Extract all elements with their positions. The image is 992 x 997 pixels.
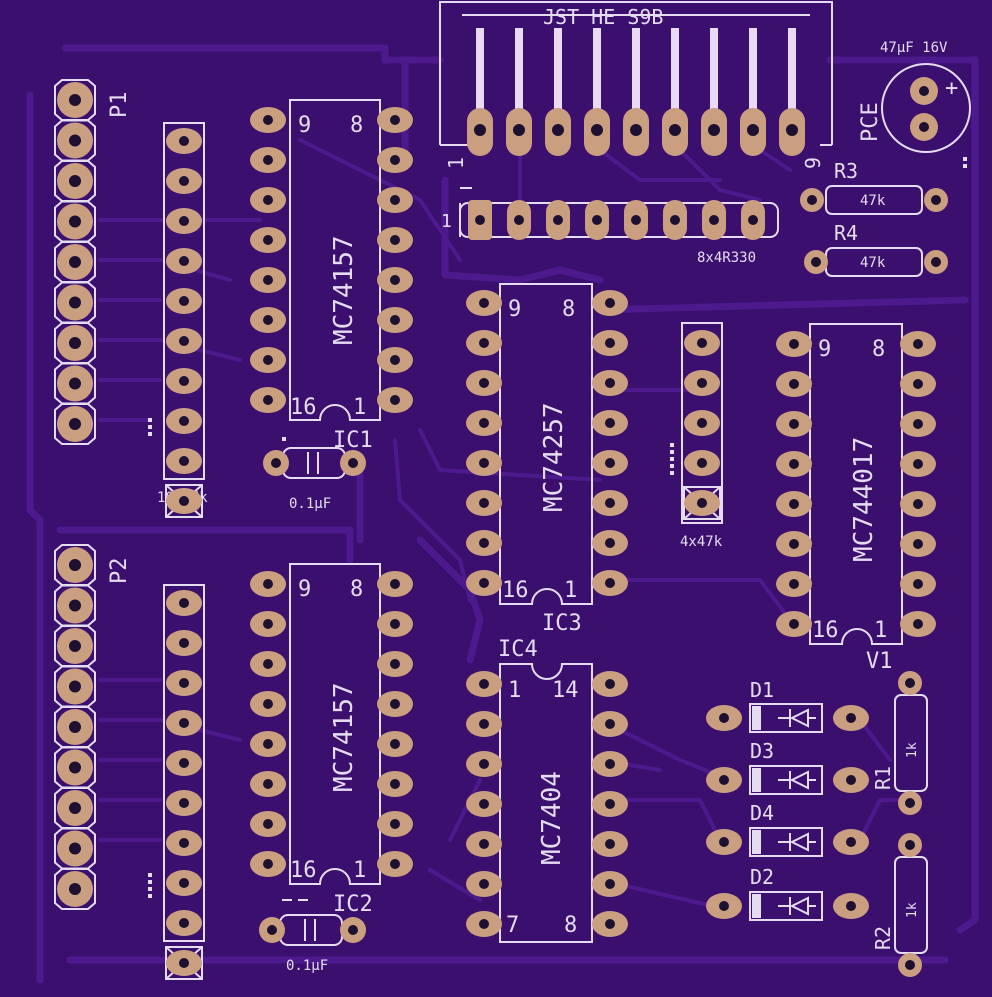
- ic2-name-label: IC2: [333, 892, 373, 917]
- resistor-r1: R1 1k: [871, 671, 928, 815]
- resistor-network-2: [163, 584, 205, 980]
- ic4-name-label: IC4: [498, 637, 538, 662]
- ic3-pin16-label: 16: [502, 578, 529, 603]
- ic4-chip: 1 14 7 8 MC7404 IC4: [466, 637, 628, 943]
- capacitor-pce: 47µF 16V + PCE: [858, 40, 971, 153]
- capacitor-c2: 0.1µF: [259, 899, 366, 974]
- resistor-r4: R4 47k: [804, 221, 948, 277]
- ic2-pin8-label: 8: [350, 577, 363, 602]
- ic2-pin16-label: 16: [290, 858, 317, 883]
- p2-label: P2: [107, 558, 132, 585]
- ic3-pin8-label: 8: [562, 297, 575, 322]
- d3-label: D3: [750, 739, 774, 763]
- rnet-pin1-label: 1: [441, 211, 452, 232]
- ic3-part-label: MC74257: [539, 402, 569, 512]
- diodes: D1 D3 D4 D2: [706, 678, 869, 921]
- v1-part-label: MC744017: [849, 437, 879, 562]
- ic2-pin1-label: 1: [353, 858, 366, 883]
- c1-value: 0.1µF: [289, 496, 331, 512]
- r2-label: R2: [871, 926, 895, 950]
- ic4-pin14-label: 14: [552, 678, 579, 703]
- connector-jst: JST HE S9B 1 9: [439, 1, 833, 169]
- v1-pin16-label: 16: [812, 618, 839, 643]
- resistor-r2: R2 1k: [871, 833, 928, 977]
- ic4-pin8-label: 8: [564, 913, 577, 938]
- c2-value: 0.1µF: [286, 958, 328, 974]
- ic2-part-label: MC74157: [329, 682, 359, 792]
- ic4-part-label: MC7404: [537, 771, 567, 865]
- r3-label: R3: [834, 159, 858, 183]
- jst-pin: [476, 28, 484, 118]
- pce-value-label: 47µF 16V: [880, 40, 948, 56]
- resistor-r3: R3 47k: [800, 159, 948, 215]
- rnet-value: 8x4R330: [697, 250, 756, 266]
- ic3-name-label: IC3: [542, 611, 582, 636]
- ic3-pin9-label: 9: [508, 297, 521, 322]
- ic1-part-label: MC74157: [329, 235, 359, 345]
- ic2-pin9-label: 9: [298, 577, 311, 602]
- jst-pin: [632, 28, 640, 118]
- r1-label: R1: [871, 766, 895, 790]
- d1-label: D1: [750, 678, 774, 702]
- r1-value: 1k: [905, 742, 920, 758]
- jst-pin: [554, 28, 562, 118]
- ic1-chip: 9 8 16 1 MC74157 IC1: [250, 99, 413, 453]
- ic1-pin9-label: 9: [298, 113, 311, 138]
- r3-value: 47k: [860, 193, 886, 209]
- v1-pin1-label: 1: [874, 618, 887, 643]
- p1-label: P1: [107, 92, 132, 119]
- r2-value: 1k: [905, 902, 920, 918]
- jst-pin: [593, 28, 601, 118]
- d2-label: D2: [750, 865, 774, 889]
- resistor-network-8x4r330: 1 8x4R330: [441, 187, 779, 266]
- r4-label: R4: [834, 221, 858, 245]
- v1-pin8-label: 8: [872, 337, 885, 362]
- connector-pin9-label: 9: [801, 157, 825, 169]
- jst-pin: [788, 28, 796, 118]
- v1-pin9-label: 9: [818, 337, 831, 362]
- jst-pin: [515, 28, 523, 118]
- ic2-chip: 9 8 16 1 MC74157 IC2: [250, 563, 413, 917]
- pce-name-label: PCE: [858, 102, 883, 142]
- ic1-pin16-label: 16: [290, 395, 317, 420]
- rnet2-value: 4x47k: [680, 534, 723, 550]
- header-p1: P1: [54, 79, 132, 445]
- copper-traces: [26, 44, 979, 984]
- ic4-pin7-label: 7: [506, 913, 519, 938]
- capacitor-c1: 0.1µF: [263, 447, 366, 512]
- v1-chip: 9 8 16 1 MC744017 V1: [776, 323, 936, 674]
- r4-value: 47k: [860, 255, 886, 271]
- ic3-chip: 9 8 16 1 MC74257 IC3: [466, 283, 628, 636]
- jst-pin: [749, 28, 757, 118]
- pce-plus-label: +: [945, 76, 958, 101]
- mark-dots: [148, 418, 674, 898]
- header-p2: P2: [54, 544, 132, 910]
- ic1-pin8-label: 8: [350, 113, 363, 138]
- connector-label: JST HE S9B: [543, 5, 663, 29]
- resistor-network-10x47k: 10x47k: [157, 122, 208, 518]
- v1-name-label: V1: [866, 649, 893, 674]
- jst-pin: [710, 28, 718, 118]
- ic1-pin1-label: 1: [353, 395, 366, 420]
- ic4-pin1-label: 1: [508, 678, 521, 703]
- resistor-network-4x47k: 4x47k: [680, 322, 723, 550]
- jst-pin: [671, 28, 679, 118]
- ic3-pin1-label: 1: [564, 578, 577, 603]
- mark-dots-right: [963, 157, 967, 168]
- connector-pin1-label: 1: [444, 157, 468, 169]
- d4-label: D4: [750, 801, 774, 825]
